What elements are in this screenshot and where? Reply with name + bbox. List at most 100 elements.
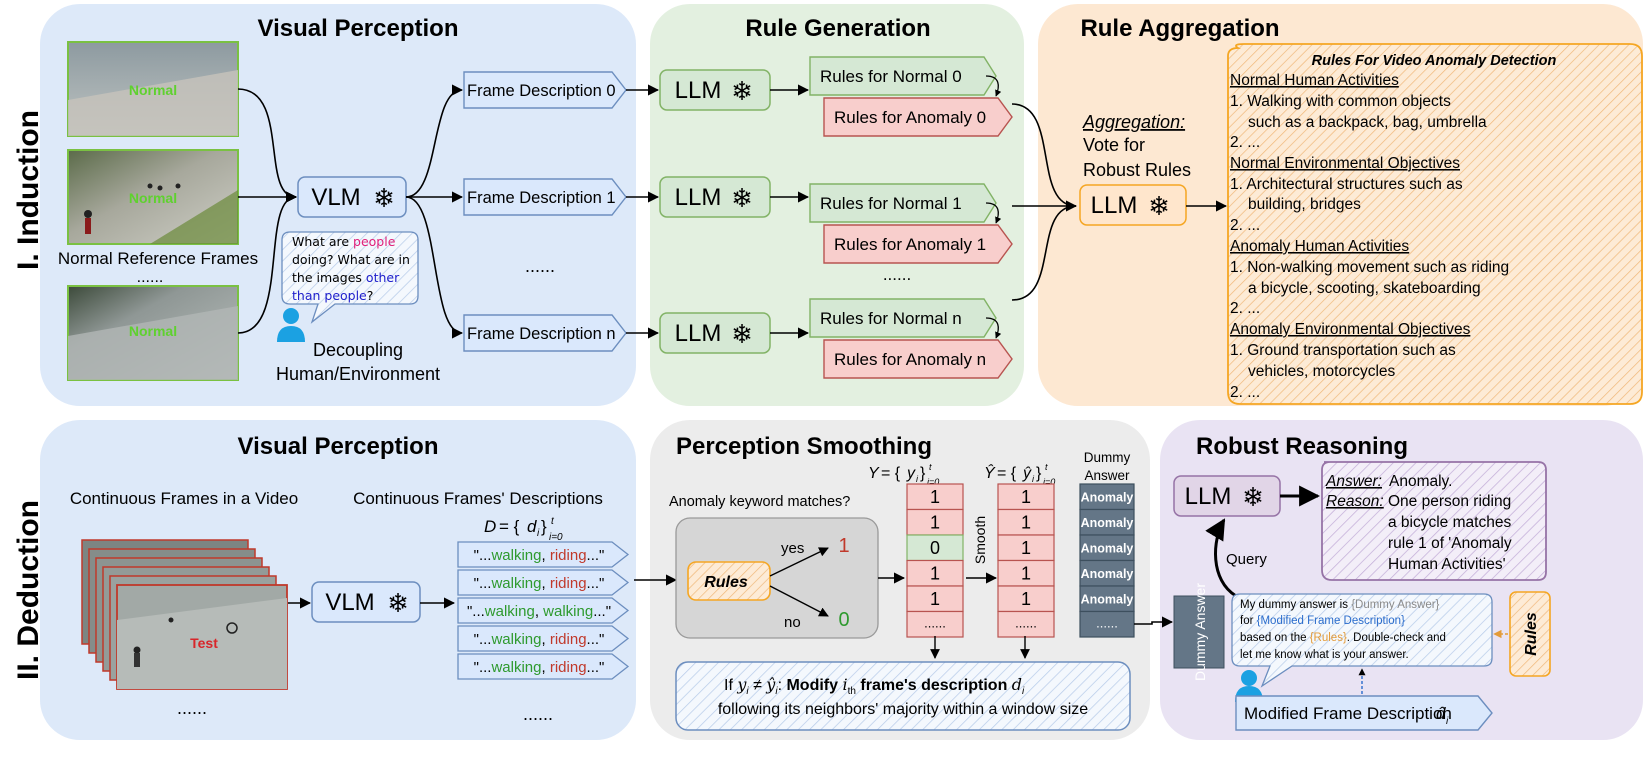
svg-text:= {: = { [997,465,1017,482]
rule-gen-llm-0-label: LLM [675,77,722,104]
column-cell [906,585,964,613]
rules-section-3-heading: Anomaly Environmental Objectives [1230,321,1471,338]
edge-rules-yes [769,547,829,577]
svg-text:i: i [1032,474,1035,484]
svg-text:}: } [920,465,926,482]
y-column: 11011...... [906,483,964,638]
rules-chip-label: Rules [704,574,748,591]
edge-rules-no [769,585,829,617]
column-cell [997,508,1055,536]
column-cell [906,559,964,587]
answer-label: Answer: [1325,473,1382,490]
prompt-1a: My dummy answer is [1240,599,1351,611]
frozen-snowflake-icon: ❄ [373,183,395,213]
prompt-4: let me know what is your answer. [1240,649,1409,661]
induction-side-label: I. Induction [12,110,45,270]
bubble-q1-keyword: people [353,234,396,249]
rules-section-3-line-2: 2. ... [1230,384,1260,401]
rules-section-0-line-1: such as a backpack, bag, umbrella [1248,114,1487,131]
column-ellipsis: ...... [1015,615,1037,630]
bubble-q2: doing? What are in [292,252,410,267]
query-label: Query [1226,551,1267,568]
svg-text:i: i [916,474,919,484]
rules-section-2-line-2: 2. ... [1230,300,1260,317]
modify-prefix: If [724,677,737,694]
robust-reasoning-title: Robust Reasoning [1196,433,1408,460]
rules-for-anomaly-1-label: Rules for Anomaly 1 [834,235,986,254]
prompt-3c: . Double-check and [1347,632,1446,644]
column-cell [906,534,964,562]
frame-description-0-label: Frame Description 0 [467,82,616,100]
column-cell-value: Anomaly [1081,592,1134,606]
aggregation-llm-label: LLM [1091,192,1138,219]
prompt-3a: based on the [1240,632,1310,644]
reason-line-3: Human Activities' [1388,556,1506,573]
descriptions-ellipsis: ...... [523,704,553,724]
reasoning-llm-box: LLM ❄ [1173,475,1281,517]
reference-frame-3-label: Normal [129,323,177,339]
rules-section-2-line-0: 1. Non-walking movement such as riding [1230,259,1509,276]
column-cell-value: 1 [930,513,940,533]
modified-description-box: Modified Frame Description d̂ i [1235,695,1493,731]
rules-card: Rules For Video Anomaly Detection Normal… [1227,43,1643,405]
dummy-header-line1: Dummy [1084,450,1131,465]
svg-text:d: d [527,517,537,536]
column-cell-value: Anomaly [1081,541,1134,555]
rules-section-2-line-1: a bicycle, scooting, skateboarding [1248,280,1481,297]
reference-frames-ellipsis: ...... [137,269,164,286]
bubble-q4-keyword: than people [292,288,367,303]
rules-section-2-heading: Anomaly Human Activities [1230,238,1409,255]
perception-smoothing-title: Perception Smoothing [676,433,932,460]
reasoning-llm-label: LLM [1185,483,1232,510]
svg-text:If yi ≠ ŷi: Modify ith frame's: If yi ≠ ŷi: Modify ith frame's descripti… [724,675,1025,697]
prompt-2a: for [1240,615,1257,627]
description-rows: "...walking, riding...""...walking, ridi… [457,541,630,680]
reference-frame-1: Normal [67,41,239,137]
rules-for-normal-1: Rules for Normal 1 [809,183,997,223]
test-frames-stack: Test [81,539,288,690]
rule-gen-llm-0: LLM ❄ [659,69,771,111]
svg-text:i=0: i=0 [927,477,939,487]
bubble-q1: What are [292,234,353,249]
svg-text:= {: = { [881,465,901,482]
rules-for-normal-0-label: Rules for Normal 0 [820,67,962,86]
test-frame-label: Test [190,635,218,651]
continuous-descriptions-label: Continuous Frames' Descriptions [353,489,603,508]
rule-gen-llm-1-snowflake-icon: ❄ [731,183,753,213]
svg-text:t: t [1045,462,1048,472]
rules-section-0-heading: Normal Human Activities [1230,72,1399,89]
rules-section-3-line-0: 1. Ground transportation such as [1230,342,1456,359]
frame-description-n: Frame Description n [463,314,627,352]
svg-text:i=0: i=0 [549,532,563,543]
decoupling-line2: Human/Environment [276,364,440,384]
edge-normaln-anomalyn [985,317,1002,339]
vote-line1: Vote for [1083,135,1145,155]
rules-section-1-line-0: 1. Architectural structures such as [1230,176,1463,193]
svg-text:}: } [541,517,547,536]
rules-for-normal-n-label: Rules for Normal n [820,309,962,328]
column-cell-value: 1 [1021,589,1031,609]
aggregation-snowflake-icon: ❄ [1148,191,1170,221]
reasoning-prompt-bubble: My dummy answer is {Dummy Answer} for {M… [1231,593,1493,688]
reason-line-2: rule 1 of 'Anomaly [1388,535,1512,552]
rules-section-1-line-2: 2. ... [1230,217,1260,234]
svg-text:i: i [1446,716,1449,727]
deduction-vlm-label: VLM [325,589,374,616]
rules-for-anomaly-n-label: Rules for Anomaly n [834,350,986,369]
column-cell-value: 1 [1021,487,1031,507]
rules-tag-label: Rules [1523,612,1540,656]
rules-section-0-line-0: 1. Walking with common objects [1230,93,1451,110]
edge-dummy-to-reasoning [1134,616,1174,628]
bubble-q3-keyword: other [366,270,400,285]
svg-text:y: y [906,465,916,482]
dummy-answer-column: AnomalyAnomalyAnomalyAnomalyAnomaly.....… [1079,483,1135,638]
description-row-text: "...walking, walking..." [467,603,611,620]
svg-text:= {: = { [499,517,520,536]
deduction-vlm-box: VLM ❄ [311,581,421,623]
rules-section-0-line-2: 2. ... [1230,134,1260,151]
modified-description-label: Modified Frame Description [1244,704,1452,723]
description-set-math: D = { d i } t i=0 [484,516,563,543]
description-row: "...walking, riding..." [457,541,630,568]
description-row: "...walking, riding..." [457,569,630,596]
prompt-2b: {Modified Frame Description} [1257,615,1405,627]
